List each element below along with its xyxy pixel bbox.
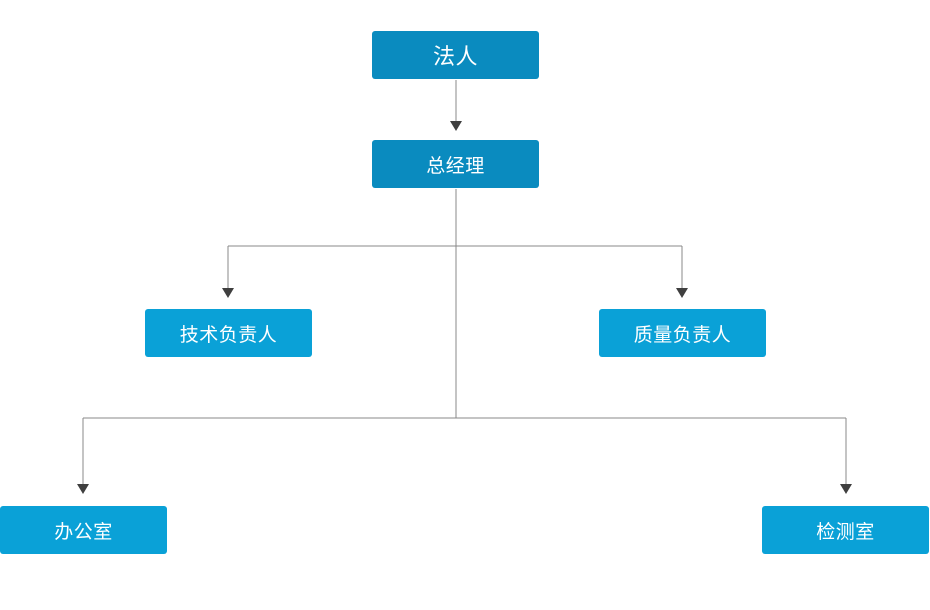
office-box: 办公室	[0, 506, 167, 554]
legal-person-box: 法人	[372, 31, 539, 79]
general-manager-box: 总经理	[372, 140, 539, 188]
technical-head-box: 技术负责人	[145, 309, 312, 357]
arrowhead-testing	[840, 484, 852, 494]
arrowhead-gm	[450, 121, 462, 131]
arrowhead-quality	[676, 288, 688, 298]
arrowhead-technical	[222, 288, 234, 298]
arrowhead-office	[77, 484, 89, 494]
testing-room-box: 检测室	[762, 506, 929, 554]
quality-head-box: 质量负责人	[599, 309, 766, 357]
